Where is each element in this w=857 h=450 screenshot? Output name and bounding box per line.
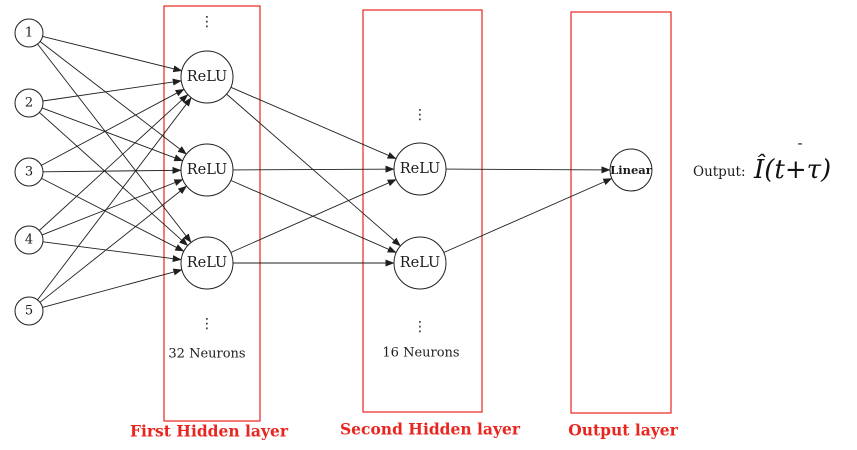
edge-input1-relu1: [42, 35, 183, 73]
node-circle: [14, 18, 44, 48]
edge-input1-relu3: [37, 43, 192, 243]
edge-input2-relu3: [39, 112, 189, 246]
vdots-hidden1-bottom: ⋮: [200, 316, 214, 332]
hidden1-neuron-count: 32 Neurons: [168, 347, 245, 362]
node-label: ReLU: [400, 255, 441, 271]
hidden2-relu-node-2: ReLU: [393, 236, 447, 290]
edge-h2relu1-linear: [445, 166, 611, 174]
vdots-hidden2-bottom: ⋮: [413, 319, 427, 335]
node-circle: [393, 142, 447, 196]
node-label: Linear: [610, 163, 653, 177]
edge-input4-relu3: [42, 241, 182, 263]
edge-input5-relu2: [39, 185, 187, 303]
edge-h1relu2-h2relu1: [232, 165, 395, 173]
node-circle: [14, 88, 44, 118]
node-label: 2: [25, 96, 33, 111]
node-circle: [393, 236, 447, 290]
hidden1-relu-node-2: ReLU: [180, 143, 234, 197]
output-linear-node: Linear: [609, 148, 653, 192]
hidden2-neuron-count: 16 Neurons: [382, 346, 459, 361]
edge-h1relu3-h2relu1: [230, 179, 397, 253]
node-circle: [14, 225, 44, 255]
edge-input3-relu2: [42, 166, 182, 174]
node-circle: [14, 296, 44, 326]
node-circle: [180, 236, 234, 290]
output-annotation: Output: Î(t+τ) -: [693, 134, 831, 185]
hidden1-relu-node-3: ReLU: [180, 236, 234, 290]
edge-h1relu2-h2relu2: [230, 179, 397, 254]
node-circle: [609, 148, 653, 192]
output-layer-box: [570, 11, 672, 414]
edge-input2-relu1: [42, 78, 182, 102]
node-circle: [14, 157, 44, 187]
edge-h1relu1-h2relu1: [230, 86, 397, 160]
edge-input5-relu3: [42, 268, 183, 308]
edge-input3-relu3: [41, 177, 185, 252]
edge-input1-relu2: [39, 41, 187, 155]
input-node-2: 2: [14, 88, 44, 118]
output-formula: Î(t+τ): [753, 153, 831, 185]
edge-input4-relu1: [38, 94, 189, 231]
node-label: 4: [25, 233, 33, 248]
vdots-hidden1-top: ⋮: [200, 14, 214, 30]
edge-input3-relu1: [41, 88, 185, 166]
edge-input4-relu2: [41, 179, 184, 236]
node-label: 3: [25, 165, 33, 180]
input-node-4: 4: [14, 225, 44, 255]
output-layer-caption: Output layer: [568, 421, 678, 440]
node-circle: [180, 50, 234, 104]
hidden2-relu-node-1: ReLU: [393, 142, 447, 196]
edges-hidden1-to-hidden2: [226, 86, 401, 267]
input-node-5: 5: [14, 296, 44, 326]
edge-input2-relu2: [41, 107, 184, 162]
node-label: ReLU: [187, 255, 228, 271]
second-hidden-layer-caption: Second Hidden layer: [340, 420, 521, 439]
node-label: ReLU: [400, 161, 441, 177]
vdots-hidden2-top: ⋮: [413, 107, 427, 123]
node-label: ReLU: [187, 69, 228, 85]
hidden1-relu-node-1: ReLU: [180, 50, 234, 104]
input-node-3: 3: [14, 157, 44, 187]
node-label: 1: [25, 26, 33, 41]
formula-superscript-dash: -: [797, 134, 802, 152]
edge-h2relu2-linear: [443, 178, 613, 253]
edge-h1relu1-h2relu2: [226, 93, 401, 247]
second-hidden-layer-box: [362, 9, 483, 413]
output-annotation-label: Output:: [693, 164, 746, 180]
edges-hidden2-to-output: [443, 166, 613, 253]
input-node-1: 1: [14, 18, 44, 48]
node-label: ReLU: [187, 162, 228, 178]
node-circle: [180, 143, 234, 197]
node-label: 5: [25, 304, 33, 319]
edge-input5-relu1: [37, 97, 192, 301]
edges-input-to-hidden1: [37, 35, 192, 308]
first-hidden-layer-caption: First Hidden layer: [130, 422, 289, 441]
first-hidden-layer-box: [163, 5, 261, 422]
